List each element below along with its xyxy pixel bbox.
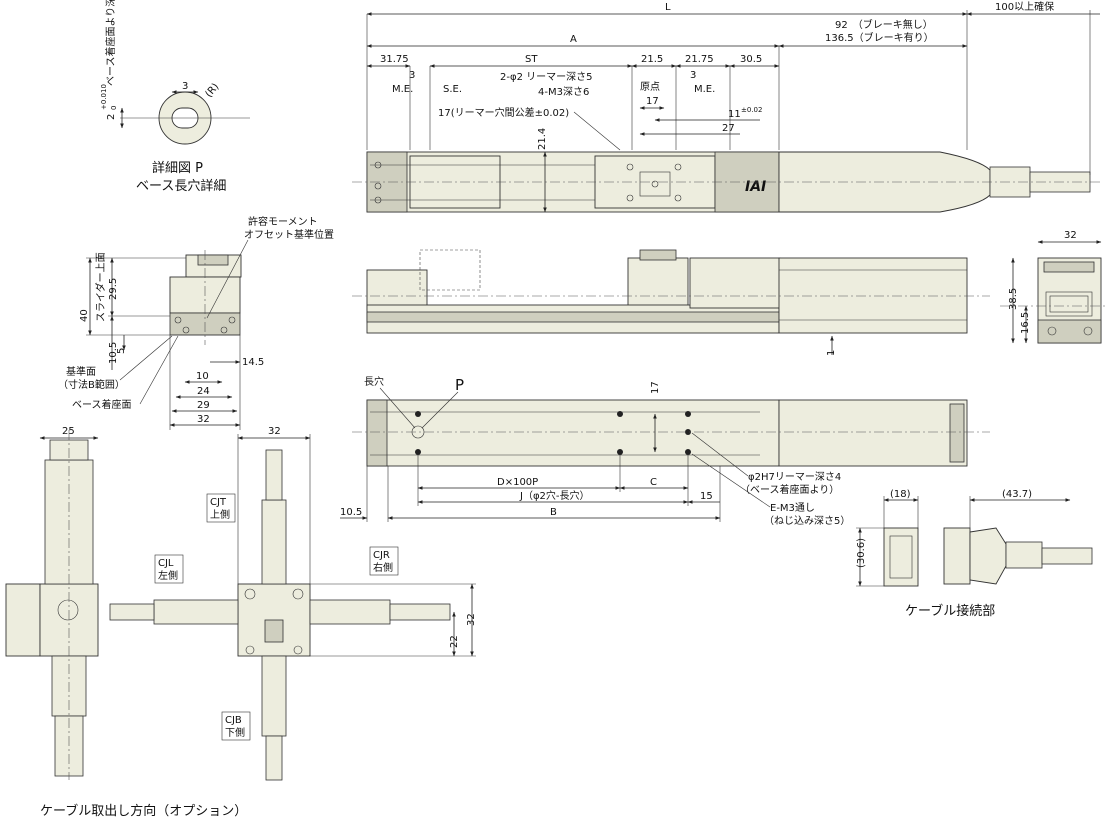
- dim-21-4: 21.4: [537, 128, 548, 150]
- dim-29: 29: [197, 400, 210, 411]
- detail-tol: +0.010: [100, 84, 108, 110]
- cjr-jp: 右側: [373, 561, 393, 574]
- cjr-label: CJR: [373, 550, 390, 561]
- dim-30-5: 30.5: [740, 54, 762, 65]
- cjl-jp: 左側: [158, 569, 178, 582]
- bottom-d10-5: 10.5: [340, 507, 362, 518]
- dim-29-5: 29.5: [108, 278, 119, 300]
- cjl-label: CJL: [158, 558, 174, 569]
- h7-label-2: （ベース着座面より）: [740, 483, 839, 496]
- dim-24: 24: [197, 386, 210, 397]
- me-right-gap: 3: [690, 70, 696, 81]
- h7-label: φ2H7リーマー深さ4: [748, 471, 841, 483]
- cable-exit-title: ケーブル取出し方向（オプション）: [40, 803, 247, 819]
- ream-tol: 17(リーマー穴間公差±0.02): [438, 106, 569, 119]
- exit-d32: 32: [268, 426, 281, 437]
- cjt-label: CJT: [210, 497, 227, 508]
- ream-label: 2-φ2 リーマー深さ5: [500, 71, 592, 83]
- dim-17: 17: [646, 96, 659, 107]
- dim-14-5: 14.5: [242, 357, 264, 368]
- detail-title-1: 詳細図 P: [152, 160, 203, 176]
- bottom-d15: 15: [700, 491, 713, 502]
- moment-2: オフセット基準位置: [244, 228, 334, 241]
- cjb-label: CJB: [225, 715, 242, 726]
- top-view: IAI L 100以上確保 A 92 （ブレーキ無し） 136.5（ブレーキ有り…: [352, 0, 1100, 213]
- dim-j: J（φ2穴-長穴）: [519, 489, 590, 502]
- iai-logo: IAI: [745, 179, 766, 195]
- dim-A: A: [570, 34, 577, 45]
- cjb-jp: 下側: [225, 726, 245, 739]
- dim-dx100p: D×100P: [497, 477, 538, 488]
- em3-label-2: （ねじ込み深さ5）: [764, 515, 850, 527]
- dim-21-75: 21.75: [685, 54, 714, 65]
- p-label: P: [455, 376, 464, 394]
- connector-view: (18) (30.6) (43.7) ケーブル接続部: [856, 489, 1093, 619]
- slider-top: スライダー上面: [94, 252, 107, 322]
- ref-1: 基準面: [66, 365, 96, 378]
- connector-title: ケーブル接続部: [905, 603, 995, 619]
- detail-depth: ベース着座面より深さ4: [104, 0, 117, 86]
- motor-d32: 32: [1064, 230, 1077, 241]
- dim-c: C: [650, 477, 657, 488]
- dim-31-75: 31.75: [380, 54, 409, 65]
- dim-21-5: 21.5: [641, 54, 663, 65]
- side-d1: 1: [826, 350, 837, 356]
- dim-10: 10: [196, 371, 209, 382]
- m3-label: 4-M3深さ6: [538, 86, 589, 98]
- base-surface: ベース着座面: [72, 398, 132, 411]
- me-right: M.E.: [694, 84, 715, 95]
- detail-p: 3 (R) 2 +0.010 0 ベース着座面より深さ4 詳細図 P ベース長穴…: [100, 0, 250, 194]
- bottom-view: 長穴 P 17 D×100P C J（φ2穴-長穴） 15 B 10.5 φ2H…: [340, 375, 990, 527]
- em3-label: E-M3通し: [770, 502, 815, 514]
- me-left-gap: 3: [409, 70, 415, 81]
- detail-3: 3: [182, 81, 188, 92]
- dim-32: 32: [197, 414, 210, 425]
- motor-d38-5: 38.5: [1008, 288, 1019, 310]
- motor-d16-5: 16.5: [1020, 312, 1031, 334]
- slot-label: 長穴: [364, 375, 384, 388]
- detail-r: (R): [204, 81, 222, 99]
- conn-d30-6: (30.6): [856, 538, 867, 568]
- conn-d18: (18): [890, 489, 911, 500]
- dim-L: L: [665, 2, 671, 13]
- dim-11: 11: [728, 109, 741, 120]
- dim-5: 5: [116, 348, 127, 354]
- cable-exit-view: 25 32 22 32 CJT 上側 CJL: [5, 426, 477, 819]
- detail-tol0: 0: [110, 106, 118, 110]
- dim-beyond: 100以上確保: [995, 0, 1054, 13]
- exit-d22: 22: [449, 635, 460, 648]
- moment-1: 許容モーメント: [248, 215, 318, 228]
- motor-brake: 136.5（ブレーキ有り）: [825, 31, 934, 44]
- dim-27: 27: [722, 123, 735, 134]
- dim-b: B: [550, 507, 557, 518]
- exit-d25: 25: [62, 426, 75, 437]
- se-label: S.E.: [443, 84, 462, 95]
- motor-no-brake: 92 （ブレーキ無し）: [835, 18, 933, 31]
- cjt-jp: 上側: [210, 508, 230, 521]
- dim-40: 40: [79, 309, 90, 322]
- origin-label: 原点: [640, 81, 660, 93]
- exit-d32-v: 32: [466, 613, 477, 626]
- motor-end-view: 32 38.5 16.5: [1000, 230, 1105, 344]
- dim-11-tol: ±0.02: [741, 106, 762, 114]
- end-view: 許容モーメント オフセット基準位置 40 スライダー上面 29.5 10.5 5…: [58, 215, 334, 430]
- dim-st: ST: [525, 54, 538, 65]
- detail-2: 2: [106, 114, 117, 120]
- ref-2: （寸法B範囲）: [58, 378, 125, 391]
- side-view: 1: [352, 249, 990, 356]
- conn-d43-7: (43.7): [1002, 489, 1032, 500]
- me-left: M.E.: [392, 84, 413, 95]
- detail-title-2: ベース長穴詳細: [136, 178, 226, 194]
- dim-10-5: 10.5: [108, 342, 119, 364]
- bottom-d17: 17: [650, 381, 661, 394]
